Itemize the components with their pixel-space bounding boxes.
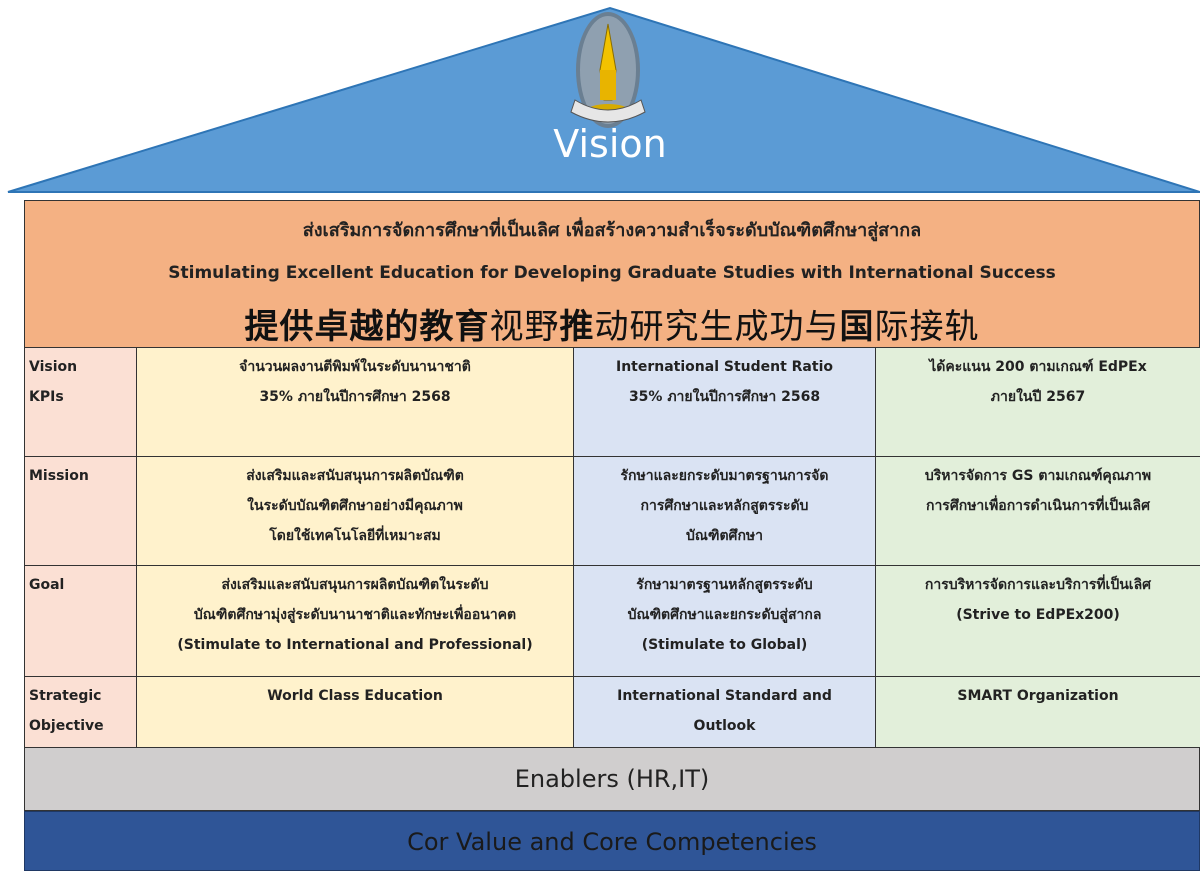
row-label-goal: Goal — [25, 566, 137, 677]
enablers-bar: Enablers (HR,IT) — [24, 747, 1200, 811]
mission-1: ส่งเสริมและสนับสนุนการผลิตบัณฑิตในระดับบ… — [137, 457, 574, 566]
vision-statement-thai: ส่งเสริมการจัดการศึกษาที่เป็นเลิศ เพื่อส… — [25, 215, 1199, 244]
objective-1: World Class Education — [137, 677, 574, 748]
goal-2: รักษามาตรฐานหลักสูตรระดับบัณฑิตศึกษาและย… — [574, 566, 876, 677]
goal-1: ส่งเสริมและสนับสนุนการผลิตบัณฑิตในระดับบ… — [137, 566, 574, 677]
core-values-bar: Cor Value and Core Competencies — [24, 811, 1200, 871]
vision-statement-banner: ส่งเสริมการจัดการศึกษาที่เป็นเลิศ เพื่อส… — [24, 200, 1200, 348]
vision-roof — [0, 0, 1200, 200]
strategy-house: ส่งเสริมการจัดการศึกษาที่เป็นเลิศ เพื่อส… — [24, 200, 1200, 871]
objective-3: SMART Organization — [876, 677, 1200, 748]
table-row-mission: Mission ส่งเสริมและสนับสนุนการผลิตบัณฑิต… — [25, 457, 1200, 566]
mission-2: รักษาและยกระดับมาตรฐานการจัดการศึกษาและห… — [574, 457, 876, 566]
kpi-publications: จำนวนผลงานตีพิมพ์ในระดับนานาชาติ35% ภายใ… — [137, 348, 574, 457]
row-label-mission: Mission — [25, 457, 137, 566]
goal-3: การบริหารจัดการและบริการที่เป็นเลิศ(Stri… — [876, 566, 1200, 677]
roof-triangle — [0, 0, 1200, 200]
table-row-goal: Goal ส่งเสริมและสนับสนุนการผลิตบัณฑิตในร… — [25, 566, 1200, 677]
vision-title: Vision — [0, 122, 1200, 166]
vision-statement-english: Stimulating Excellent Education for Deve… — [25, 263, 1199, 283]
vision-statement-chinese: 提供卓越的教育视野推动研究生成功与国际接轨 — [25, 299, 1199, 348]
mission-3: บริหารจัดการ GS ตามเกณฑ์คุณภาพการศึกษาเพ… — [876, 457, 1200, 566]
